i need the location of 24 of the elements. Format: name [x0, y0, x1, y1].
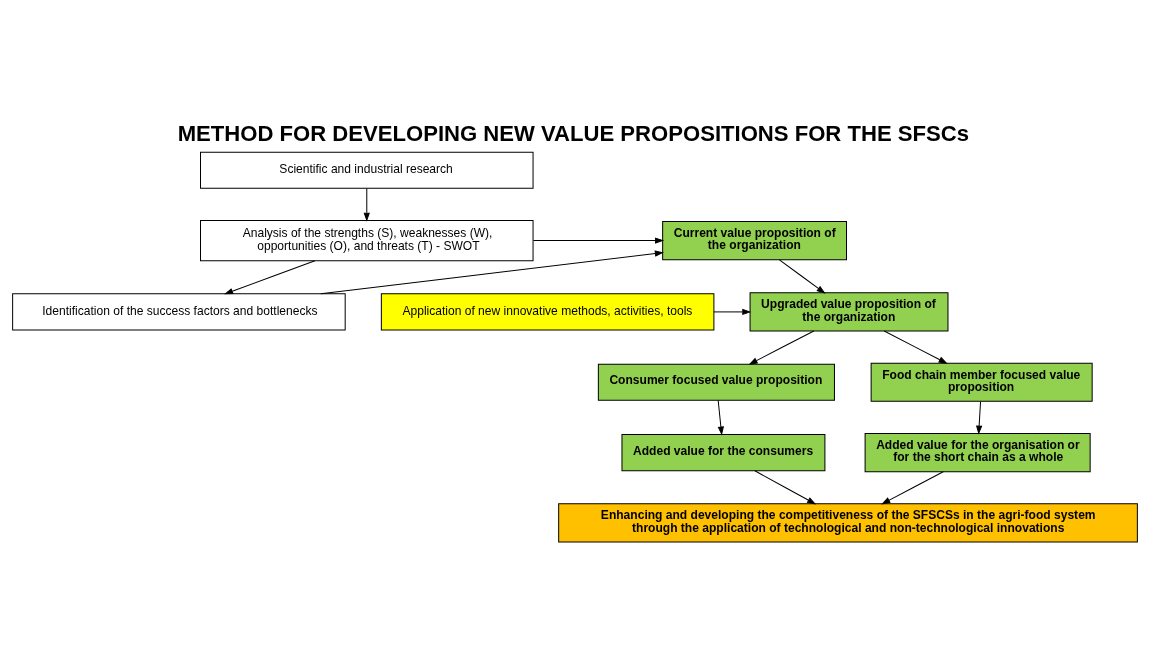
arrow: [883, 330, 947, 363]
node-box: Added value for the organisation or for the short chain as a whole: [864, 432, 1091, 472]
node-box: Upgraded value proposition of the organization: [749, 291, 949, 331]
arrow: [754, 469, 816, 504]
node-box: Enhancing and developing the competitiveness of the SFSCSs in the agri-food system through the application of technological and non-technological innovations: [558, 502, 1138, 542]
arrow: [363, 187, 370, 221]
arrow: [713, 308, 751, 315]
node-box: Analysis of the strengths (S), weaknesses (W), opportunities (O), and threats (T) - SWOT: [200, 219, 534, 261]
arrow: [976, 400, 983, 434]
node-box: Current value proposition of the organization: [662, 220, 847, 260]
arrow: [320, 250, 663, 294]
arrow: [532, 237, 664, 244]
node-box: Consumer focused value proposition: [597, 363, 835, 401]
arrow: [749, 330, 815, 364]
node-box: Added value for the consumers: [621, 433, 826, 471]
arrow: [778, 258, 825, 293]
diagram-title: METHOD FOR DEVELOPING NEW VALUE PROPOSITIONS FOR THE SFSCs: [177, 120, 969, 146]
node-box: Food chain member focused value proposition: [870, 362, 1093, 402]
arrow: [224, 259, 316, 294]
node-box: Application of new innovative methods, activities, tools: [380, 292, 715, 330]
node-box: Scientific and industrial research: [200, 151, 534, 189]
arrow: [717, 399, 724, 435]
arrow: [882, 470, 944, 504]
node-box: Identification of the success factors and bottlenecks: [12, 292, 346, 330]
